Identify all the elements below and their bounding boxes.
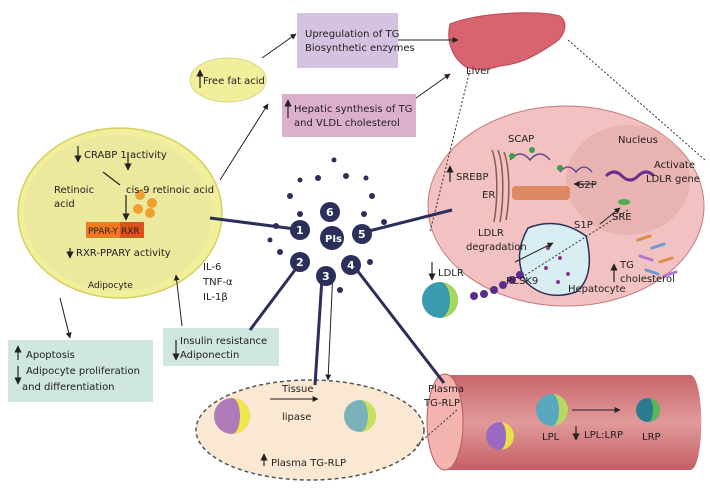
hepatocyte-label: Hepatocyte [568,284,626,295]
pcsk9-vesicle [518,222,591,297]
scap-srebp-complex [509,147,593,200]
tissue-lipase-region [195,379,425,481]
scap-label: SCAP [508,134,534,145]
adipocyte-label: Adipocyte [88,281,133,291]
upregulation-box [297,13,398,68]
node-2 [290,252,310,272]
node-1 [290,220,310,240]
node-5-label: 5 [358,228,366,241]
free-fat-acid-oval [189,57,267,103]
lpl-label: LPL [542,432,560,443]
apoptosis-line1: Apoptosis [26,350,75,361]
indicator-arrows [14,69,618,466]
cholesterol-particles [636,234,678,278]
pi-hub [209,157,453,386]
ldlr-receptor [470,271,524,300]
lipid-droplet [147,198,157,208]
ldlr-label: LDLR [438,268,464,279]
lrp-label: LRP [642,432,661,443]
il1-label: IL-1β [203,292,228,303]
node-4-label: 4 [347,259,355,272]
node-6 [320,202,340,222]
tissue-lipase-line2: lipase [282,412,311,423]
free-fat-acid-label: Free fat acid [203,76,265,87]
insulin-line1: Insulin resistance [180,336,267,347]
hepatic-line2: and VLDL cholesterol [294,118,400,129]
cis9-label: cis-9 retinoic acid [126,185,214,196]
node-6-label: 6 [326,206,334,219]
ldlr-gene-dna [604,170,656,182]
hepatic-line1: Hepatic synthesis of TG [294,104,412,115]
hub-dots [267,157,387,293]
upregulation-line1: Upregulation of TG [305,29,399,40]
node-2-label: 2 [296,256,304,269]
pcsk9-label: PCSK9 [506,276,538,287]
tissue-lipase-line1: Tissue [281,384,314,395]
er-label: ER [482,190,495,201]
ldlr-degradation-line1: LDLR [478,228,504,239]
node-5 [352,224,372,244]
pis-label: PIs [325,234,342,245]
sre-label: SRE [612,212,632,223]
lipid-droplet [133,204,143,214]
er-organelle [491,149,510,223]
retinoic-label: Retinoic [54,185,94,196]
rxr-label: RXR [121,227,140,237]
retinoic-label-2: acid [54,199,75,210]
lipid-droplet [135,190,145,200]
lipoprotein-particle [422,282,458,318]
node-3-label: 3 [322,270,330,283]
activate-line1: Activate [654,160,695,171]
ppar-label: PPAR-Y [88,227,119,237]
blood-vessel [426,373,702,471]
pis-node [320,226,344,250]
node-1-label: 1 [296,224,304,237]
insulin-line2: Adiponectin [180,350,239,361]
hepatocyte-cell [422,105,705,318]
apoptosis-box [8,340,153,402]
sre-element [618,199,630,205]
tg-cholesterol-label: cholesterol [620,274,675,285]
apoptosis-line2: Adipocyte proliferation [26,366,140,377]
node-3 [316,266,336,286]
liver-organ [448,12,566,70]
upregulation-line2: Biosynthetic enzymes [305,43,415,54]
rxr-ppar-label: RXR-PPARY activity [76,248,171,259]
labels: CRABP 1 activity Retinoic acid cis-9 ret… [22,29,700,469]
lipid-droplet [145,208,155,218]
dotted-connectors [415,39,706,447]
tnf-label: TNF-α [202,277,233,288]
tg-label: TG [619,260,634,271]
s1p-label: S1P [574,220,593,231]
plasma-tg-rlp-label: Plasma TG-RLP [271,458,346,469]
lpl-lrp-label: LPL:LRP [584,430,623,441]
ldlr-degradation-line2: degradation [466,242,527,253]
hepatic-synthesis-box [282,94,416,137]
insulin-box [163,328,279,366]
il6-label: IL-6 [203,262,221,273]
vessel-plasma-line2: TG-RLP [423,398,460,409]
s2p-label: S2P [578,180,597,191]
srebp-label: SREBP [456,172,489,183]
liver-label: Liver [466,66,491,77]
nucleus-label: Nucleus [618,135,658,146]
apoptosis-line3: and differentiation [22,382,115,393]
connector-lines [59,33,621,413]
node-4 [341,255,361,275]
vessel-plasma-line1: Plasma [428,384,464,395]
activate-line2: LDLR gene [646,174,700,185]
crabp-label: CRABP 1 activity [84,150,167,161]
